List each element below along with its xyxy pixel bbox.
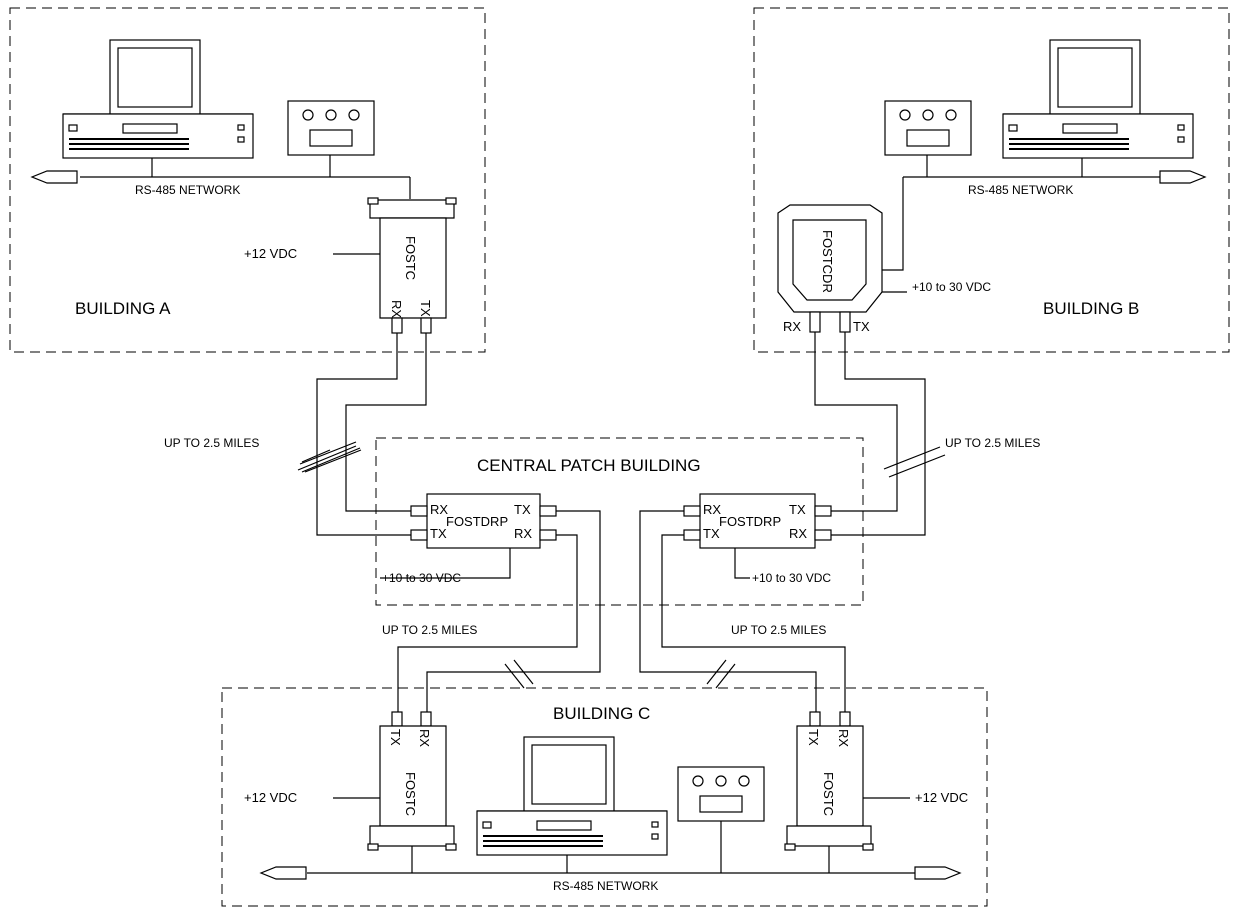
fostdrp-left-tx-out: TX [514, 502, 531, 517]
network-arrow-icon [30, 170, 78, 184]
fostc-a-rx: RX [389, 300, 404, 318]
fostc-a-tx: TX [418, 300, 433, 317]
fostdrp-right: RX TX TX RX FOSTDRP [683, 493, 832, 549]
fostc-c-left: TX RX FOSTC [367, 711, 457, 851]
distance-label-b: UP TO 2.5 MILES [945, 436, 1040, 450]
distance-label-c-right: UP TO 2.5 MILES [731, 623, 826, 637]
fiber-b-central: UP TO 2.5 MILES [814, 332, 1040, 536]
computer-icon [1002, 39, 1194, 159]
fiber-central-c-left: UP TO 2.5 MILES [382, 510, 601, 712]
building-a: RS-485 NETWORK FOSTC RX TX +12 VDC BUILD… [9, 7, 486, 353]
fiber-central-c-right: UP TO 2.5 MILES [639, 510, 846, 712]
fostc-c-left-label: FOSTC [403, 772, 418, 816]
control-panel-icon [884, 100, 972, 156]
central-boundary [375, 437, 864, 606]
fostcdr-label: FOSTCDR [820, 230, 835, 293]
power-label-drp-right: +10 to 30 VDC [752, 571, 831, 585]
computer-icon [476, 736, 668, 856]
power-label-c-left: +12 VDC [244, 790, 297, 805]
fostdrp-left-tx: TX [430, 526, 447, 541]
network-label: RS-485 NETWORK [553, 879, 658, 893]
building-a-label: BUILDING A [75, 299, 171, 318]
building-b-label: BUILDING B [1043, 299, 1139, 318]
fostdrp-left-rx-out: RX [514, 526, 532, 541]
power-label-b: +10 to 30 VDC [912, 280, 991, 294]
building-b: RS-485 NETWORK FOSTCDR RX TX +10 to 30 V… [753, 7, 1230, 353]
fostcdr: FOSTCDR RX TX [777, 204, 883, 334]
fostc-c-left-tx: TX [388, 729, 403, 746]
fostdrp-right-tx: TX [703, 526, 720, 541]
fostdrp-right-rx-out: RX [789, 526, 807, 541]
fostc-c-right: TX RX FOSTC [784, 711, 874, 851]
network-arrow-icon [259, 866, 307, 880]
building-b-boundary [753, 7, 1230, 353]
building-a-boundary [9, 7, 486, 353]
fostc-a: FOSTC RX TX [367, 197, 457, 334]
computer-icon [62, 39, 254, 159]
fostdrp-right-tx-out: TX [789, 502, 806, 517]
fostcdr-tx: TX [853, 319, 870, 334]
network-arrow-icon [1159, 170, 1207, 184]
network-label: RS-485 NETWORK [135, 183, 240, 197]
fostc-c-left-rx: RX [417, 729, 432, 747]
fostdrp-right-rx: RX [703, 502, 721, 517]
building-c: BUILDING C TX RX FOSTC +12 VDC TX RX FOS… [221, 687, 988, 907]
control-panel-icon [287, 100, 375, 156]
power-label-drp-left: +10 to 30 VDC [382, 571, 461, 585]
fostc-c-right-label: FOSTC [821, 772, 836, 816]
building-c-label: BUILDING C [553, 704, 650, 723]
control-panel-icon [677, 766, 765, 822]
fostc-c-right-rx: RX [836, 729, 851, 747]
central-label: CENTRAL PATCH BUILDING [477, 456, 701, 475]
fostdrp-left-rx: RX [430, 502, 448, 517]
network-arrow-icon [914, 866, 962, 880]
fostdrp-left-label: FOSTDRP [446, 514, 508, 529]
distance-label-a: UP TO 2.5 MILES [164, 436, 259, 450]
fostc-c-right-tx: TX [806, 729, 821, 746]
power-label-c-right: +12 VDC [915, 790, 968, 805]
fostdrp-left: RX TX TX RX FOSTDRP [410, 493, 557, 549]
power-label-a: +12 VDC [244, 246, 297, 261]
network-label: RS-485 NETWORK [968, 183, 1073, 197]
fostc-a-label: FOSTC [403, 236, 418, 280]
fostdrp-right-label: FOSTDRP [719, 514, 781, 529]
distance-label-c-left: UP TO 2.5 MILES [382, 623, 477, 637]
fiber-a-central: UP TO 2.5 MILES [164, 333, 427, 536]
central-patch-building: CENTRAL PATCH BUILDING RX TX TX RX FOSTD… [375, 437, 864, 606]
building-c-boundary [221, 687, 988, 907]
fostcdr-rx: RX [783, 319, 801, 334]
